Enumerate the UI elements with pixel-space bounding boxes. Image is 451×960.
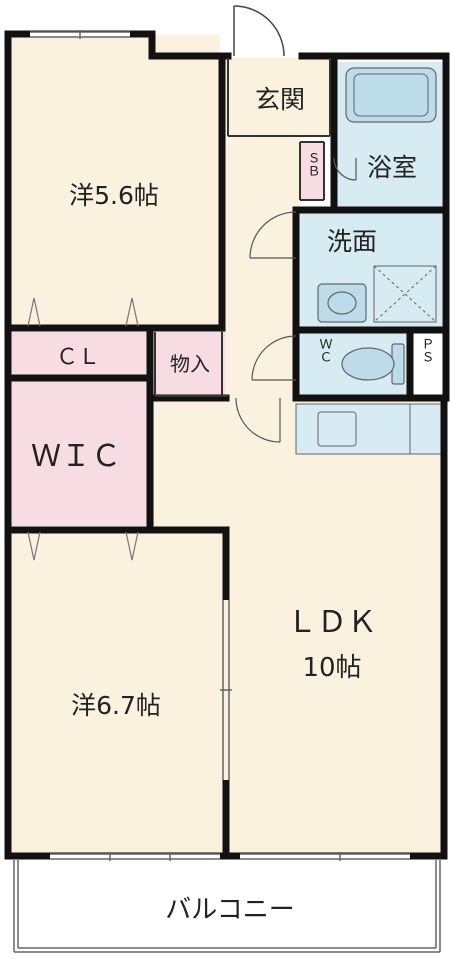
bathroom-label: 浴室: [367, 153, 417, 182]
floor-wic: [8, 380, 154, 526]
sliding-doors: [30, 30, 410, 861]
bathtub-icon: [345, 67, 437, 123]
balcony-label: バルコニー: [165, 895, 294, 925]
balcony: [13, 860, 441, 953]
bedroom-2-label: 洋6.7帖: [71, 691, 161, 720]
floor-storage: [155, 332, 225, 396]
wic-label: ＷＩＣ: [31, 439, 121, 474]
floor-entrance: [228, 58, 330, 136]
entrance-door: [233, 5, 285, 57]
kitchen-sink-icon: [317, 404, 411, 454]
storage-label: 物入: [170, 352, 210, 376]
ldk-label: ＬＤＫ: [287, 605, 377, 640]
bathtub-inner: [353, 73, 429, 117]
wc-label: ＷＣ: [317, 337, 333, 363]
ps-label: ＰＳ: [419, 337, 434, 363]
shoebox-label: ＳＢ: [305, 151, 320, 177]
floor-closet: [8, 332, 150, 376]
floor-ps: [413, 330, 442, 396]
floor-ldk: [154, 398, 444, 856]
floor-bedroom-1: [8, 35, 220, 327]
entrance-label: 玄関: [255, 85, 305, 114]
wash-basin-icon: [317, 283, 367, 323]
washing-machine-icon: [373, 265, 437, 323]
ldk-size-label: 10帖: [302, 653, 361, 683]
washroom-label: 洗面: [327, 227, 377, 256]
thin-walls: [154, 58, 331, 397]
walls: [4, 30, 450, 860]
closet-door-marks: [27, 297, 139, 561]
toilet-icon: [341, 343, 405, 385]
interior-doors: [235, 157, 357, 443]
closet-label: ＣＬ: [56, 345, 100, 370]
floor-shoebox: [300, 142, 324, 200]
bedroom-1-label: 洋5.6帖: [69, 181, 159, 210]
